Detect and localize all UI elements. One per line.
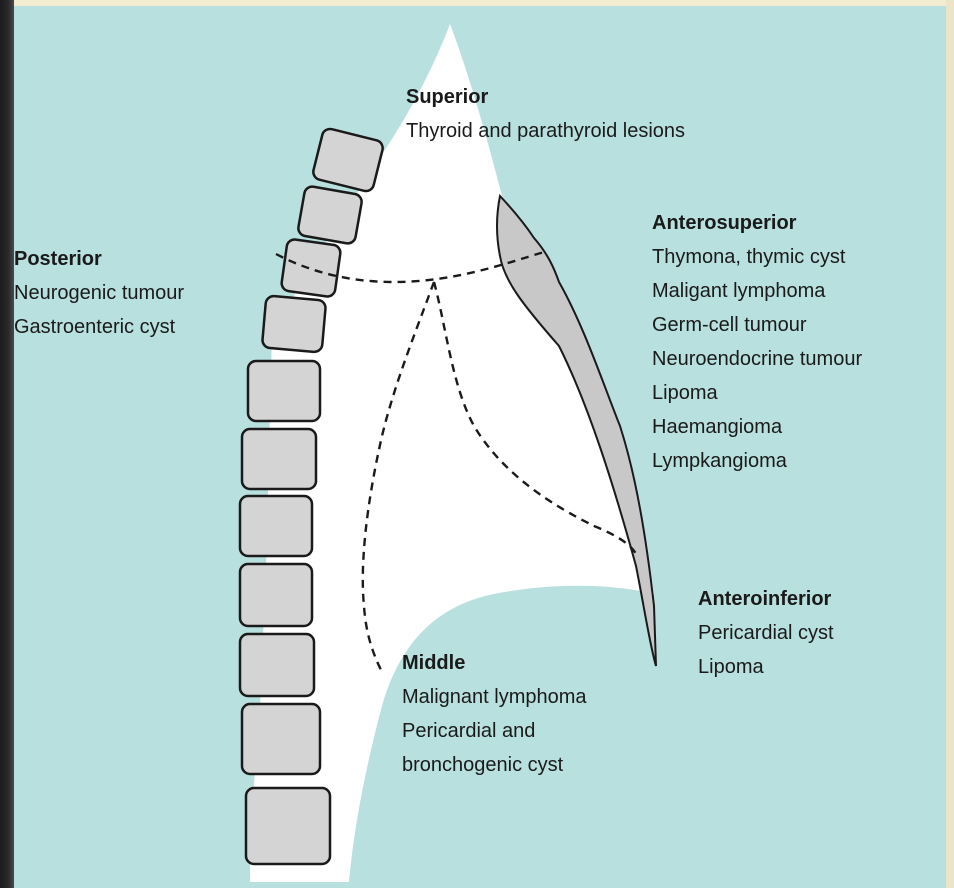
anterosuperior-heading: Anterosuperior bbox=[652, 206, 862, 240]
middle-item: Malignant lymphoma bbox=[402, 680, 587, 714]
superior-heading: Superior bbox=[406, 80, 685, 114]
vertebra bbox=[312, 127, 385, 192]
anteroinferior-item: Pericardial cyst bbox=[698, 616, 834, 650]
region-anteroinferior: Anteroinferior Pericardial cyst Lipoma bbox=[698, 582, 834, 684]
anterosuperior-item: Lympkangioma bbox=[652, 444, 862, 478]
region-superior: Superior Thyroid and parathyroid lesions bbox=[406, 80, 685, 148]
region-posterior: Posterior Neurogenic tumour Gastroenteri… bbox=[14, 242, 184, 344]
middle-item: bronchogenic cyst bbox=[402, 748, 587, 782]
posterior-item: Gastroenteric cyst bbox=[14, 310, 184, 344]
posterior-item: Neurogenic tumour bbox=[14, 276, 184, 310]
right-border bbox=[946, 0, 954, 888]
anteroinferior-heading: Anteroinferior bbox=[698, 582, 834, 616]
vertebra bbox=[240, 564, 312, 626]
vertebra bbox=[242, 704, 320, 774]
vertebra bbox=[240, 634, 314, 696]
anterosuperior-item: Lipoma bbox=[652, 376, 862, 410]
anterosuperior-item: Neuroendocrine tumour bbox=[652, 342, 862, 376]
left-bezel bbox=[0, 0, 14, 888]
mediastinum-diagram: Superior Thyroid and parathyroid lesions… bbox=[14, 6, 946, 888]
anterosuperior-item: Haemangioma bbox=[652, 410, 862, 444]
anterosuperior-item: Germ-cell tumour bbox=[652, 308, 862, 342]
vertebra bbox=[281, 238, 342, 297]
superior-item: Thyroid and parathyroid lesions bbox=[406, 114, 685, 148]
region-middle: Middle Malignant lymphoma Pericardial an… bbox=[402, 646, 587, 782]
anterosuperior-item: Thymona, thymic cyst bbox=[652, 240, 862, 274]
anterosuperior-item: Maligant lymphoma bbox=[652, 274, 862, 308]
vertebra bbox=[240, 496, 312, 556]
middle-heading: Middle bbox=[402, 646, 587, 680]
vertebra bbox=[297, 185, 363, 244]
vertebra bbox=[262, 295, 326, 352]
vertebra bbox=[248, 361, 320, 421]
vertebra bbox=[246, 788, 330, 864]
posterior-heading: Posterior bbox=[14, 242, 184, 276]
middle-item: Pericardial and bbox=[402, 714, 587, 748]
vertebra bbox=[242, 429, 316, 489]
anteroinferior-item: Lipoma bbox=[698, 650, 834, 684]
region-anterosuperior: Anterosuperior Thymona, thymic cyst Mali… bbox=[652, 206, 862, 478]
